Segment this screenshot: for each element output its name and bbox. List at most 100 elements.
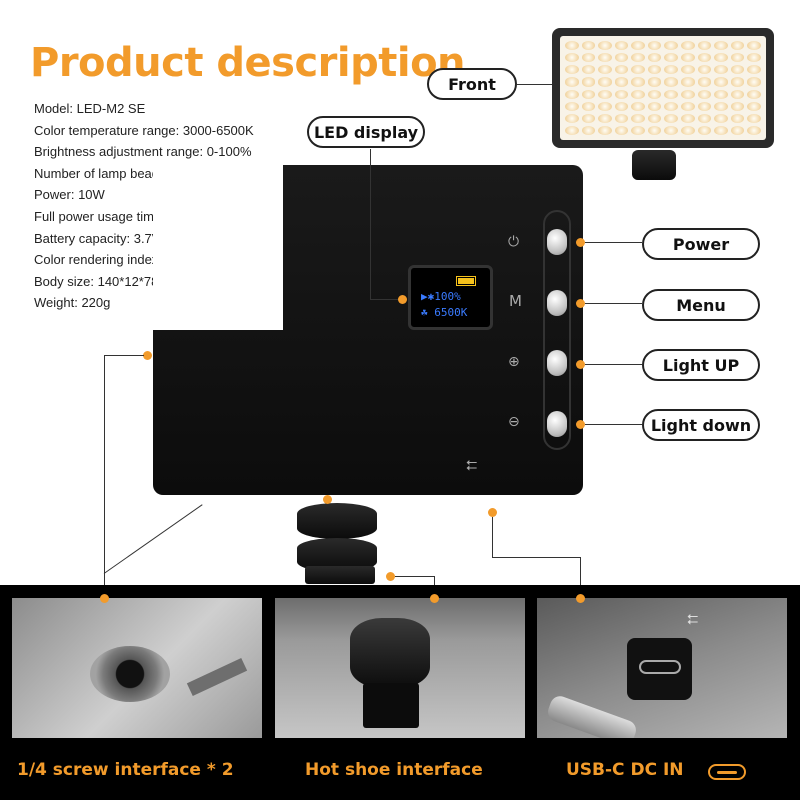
led-bead <box>565 65 579 75</box>
photo-screw-interface <box>12 598 262 738</box>
led-bead <box>747 65 761 75</box>
leader-screw-1 <box>104 355 144 356</box>
photo-hot-shoe <box>275 598 525 738</box>
led-bead <box>714 113 728 123</box>
led-bead <box>714 89 728 99</box>
led-bead <box>697 77 712 87</box>
led-bead <box>614 125 629 135</box>
led-bead <box>581 41 596 51</box>
led-bead <box>598 89 612 99</box>
led-bead <box>747 53 761 63</box>
spec-color-temp: Color temperature range: 3000-6500K <box>34 122 254 138</box>
leader-light-up <box>585 364 642 365</box>
led-bead <box>747 89 761 99</box>
led-bead <box>647 89 662 99</box>
label-power: Power <box>642 228 760 260</box>
led-bead <box>747 125 761 135</box>
led-bead <box>631 125 645 135</box>
led-bead <box>598 113 612 123</box>
led-bead <box>614 101 629 111</box>
light-up-button[interactable] <box>547 350 567 376</box>
label-light-up: Light UP <box>642 349 760 381</box>
led-bead <box>631 53 645 63</box>
led-bead <box>581 125 596 135</box>
led-bead <box>565 89 579 99</box>
led-bead <box>614 89 629 99</box>
led-bead <box>730 53 745 63</box>
hot-shoe-base <box>305 566 375 584</box>
leader-screw-2 <box>104 355 105 595</box>
led-bead <box>681 125 695 135</box>
device-cutout <box>153 160 283 330</box>
usbc-icon-inner <box>717 771 737 774</box>
caption-usbc: USB-C DC IN <box>566 760 684 780</box>
leader-power <box>585 242 642 243</box>
led-bead <box>631 113 645 123</box>
led-bead <box>747 101 761 111</box>
led-bead <box>647 53 662 63</box>
led-bead <box>631 41 645 51</box>
photo-usbc-port: ⮄ <box>537 598 787 738</box>
screw-hole <box>90 646 170 702</box>
led-bead <box>598 101 612 111</box>
spec-body-size: Body size: 140*12*78mm <box>34 273 180 289</box>
led-bead <box>631 77 645 87</box>
spec-beads: Number of lamp beads: 96 <box>34 165 188 181</box>
battery-fill <box>458 278 474 284</box>
led-bead <box>664 65 679 75</box>
led-bead <box>747 41 761 51</box>
led-bead <box>614 41 629 51</box>
usb-photo-icon: ⮄ <box>687 612 699 628</box>
power-button[interactable] <box>547 229 567 255</box>
led-bead <box>598 125 612 135</box>
led-bead <box>730 89 745 99</box>
led-bead <box>714 65 728 75</box>
led-bead <box>714 77 728 87</box>
front-view-image <box>552 28 774 148</box>
led-bead <box>681 101 695 111</box>
spec-brightness: Brightness adjustment range: 0-100% <box>34 144 252 160</box>
light-down-button[interactable] <box>547 411 567 437</box>
spec-weight: Weight: 220g <box>34 295 111 311</box>
led-bead <box>664 113 679 123</box>
led-bead <box>664 53 679 63</box>
dot-photo-hotshoe <box>430 594 439 603</box>
dot-power <box>576 238 585 247</box>
led-bead <box>681 41 695 51</box>
led-bead <box>565 101 579 111</box>
led-bead <box>565 125 579 135</box>
led-bead <box>664 125 679 135</box>
button-strip <box>543 210 571 450</box>
led-bead <box>730 125 745 135</box>
led-bead <box>598 77 612 87</box>
leader-menu <box>585 303 642 304</box>
spec-model: Model: LED-M2 SE <box>34 101 146 116</box>
power-icon: ⏻ <box>508 234 520 250</box>
led-bead <box>598 41 612 51</box>
menu-button[interactable] <box>547 290 567 316</box>
led-bead <box>714 41 728 51</box>
leader-usb-2 <box>492 557 580 558</box>
led-bead <box>681 89 695 99</box>
led-bead <box>598 65 612 75</box>
led-bead <box>565 113 579 123</box>
led-bead <box>664 41 679 51</box>
led-bead <box>747 77 761 87</box>
usbc-cable <box>545 693 639 738</box>
led-bead <box>730 41 745 51</box>
led-bead <box>647 41 662 51</box>
led-bead <box>647 125 662 135</box>
led-bead <box>714 53 728 63</box>
usbc-slot <box>639 660 681 674</box>
dot-left-screw <box>143 351 152 360</box>
led-bead <box>598 53 612 63</box>
dot-menu <box>576 299 585 308</box>
led-bead <box>730 65 745 75</box>
hotshoe-foot <box>363 683 419 728</box>
led-bead <box>614 113 629 123</box>
led-bead <box>697 125 712 135</box>
lcd-brightness: ▶✱100% <box>421 290 461 303</box>
led-bead <box>697 113 712 123</box>
led-bead <box>681 77 695 87</box>
spec-cri: Color rendering index: ≥97 <box>34 252 188 268</box>
